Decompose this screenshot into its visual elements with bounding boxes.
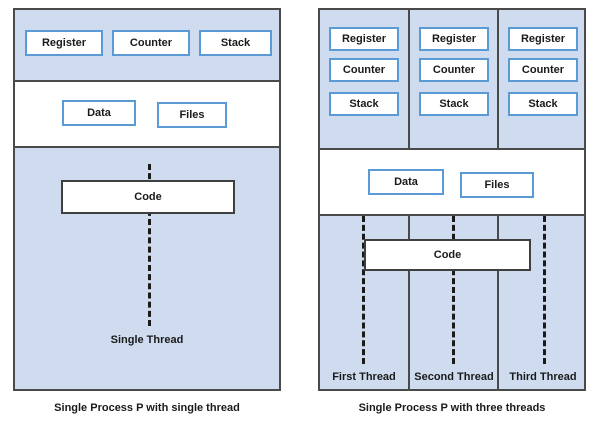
three-thread-registers-band: Register Counter Stack Register Counter … [320, 10, 584, 148]
resource-box-counter: Counter [112, 30, 190, 56]
resource-box-register: Register [25, 30, 103, 56]
thread-label-second: Second Thread [414, 371, 494, 383]
resource-box-counter: Counter [419, 58, 489, 82]
single-process-panel: Register Counter Stack Data Files Code [13, 8, 281, 391]
resource-box-label: Register [431, 33, 477, 45]
thread-lane-first: First Thread [320, 216, 408, 389]
resource-box-label: Files [484, 179, 510, 191]
resource-box-counter: Counter [329, 58, 399, 82]
resource-box-label: Stack [439, 98, 469, 110]
single-process-memory-band: Data Files [15, 80, 279, 148]
thread-column-first: Register Counter Stack [320, 10, 408, 148]
resource-box-label: Counter [432, 64, 476, 76]
thread-lane-second: Second Thread [410, 216, 498, 389]
single-process-registers-band: Register Counter Stack [15, 10, 279, 80]
resource-box-files: Files [460, 172, 534, 198]
thread-column-third: Register Counter Stack [499, 10, 587, 148]
resource-box-files: Files [157, 102, 227, 128]
resource-box-data: Data [62, 100, 136, 126]
resource-box-label: Stack [528, 98, 558, 110]
resource-box-label: Files [179, 109, 205, 121]
three-thread-process-panel: Register Counter Stack Register Counter … [318, 8, 586, 391]
thread-lane-third: Third Thread [499, 216, 587, 389]
resource-box-label: Register [341, 33, 387, 45]
code-box: Code [364, 239, 531, 271]
three-thread-code-band: First Thread Second Thread Third Thread … [320, 216, 584, 389]
three-thread-memory-band: Data Files [320, 148, 584, 216]
caption-three-thread-process: Single Process P with three threads [358, 402, 546, 414]
resource-box-label: Register [41, 37, 87, 49]
thread-column-divider-2 [497, 216, 499, 389]
thread-line-third [543, 216, 546, 364]
thread-line-first [362, 216, 365, 364]
thread-label-first: First Thread [332, 371, 396, 383]
thread-label-single: Single Thread [110, 334, 184, 346]
resource-box-register: Register [419, 27, 489, 51]
single-process-code-band: Code Single Thread [15, 148, 279, 389]
thread-line-second [452, 216, 455, 364]
resource-box-stack: Stack [508, 92, 578, 116]
resource-box-label: Counter [129, 37, 173, 49]
resource-box-label: Stack [349, 98, 379, 110]
thread-line-single [148, 164, 151, 326]
resource-box-label: Stack [220, 37, 251, 49]
resource-box-counter: Counter [508, 58, 578, 82]
thread-column-divider-1 [408, 216, 410, 389]
resource-box-register: Register [329, 27, 399, 51]
code-box-label: Code [134, 191, 162, 203]
resource-box-label: Counter [521, 64, 565, 76]
thread-column-divider-2 [497, 10, 499, 148]
code-box-label: Code [433, 249, 462, 261]
thread-column-second: Register Counter Stack [410, 10, 498, 148]
code-box: Code [61, 180, 235, 214]
resource-box-label: Data [394, 176, 418, 188]
caption-single-process: Single Process P with single thread [54, 402, 240, 414]
resource-box-label: Data [87, 107, 111, 119]
resource-box-data: Data [368, 169, 444, 195]
resource-box-stack: Stack [419, 92, 489, 116]
resource-box-stack: Stack [199, 30, 272, 56]
thread-column-divider-1 [408, 10, 410, 148]
resource-box-label: Register [520, 33, 566, 45]
resource-box-label: Counter [342, 64, 386, 76]
thread-label-third: Third Thread [509, 371, 577, 383]
resource-box-register: Register [508, 27, 578, 51]
resource-box-stack: Stack [329, 92, 399, 116]
